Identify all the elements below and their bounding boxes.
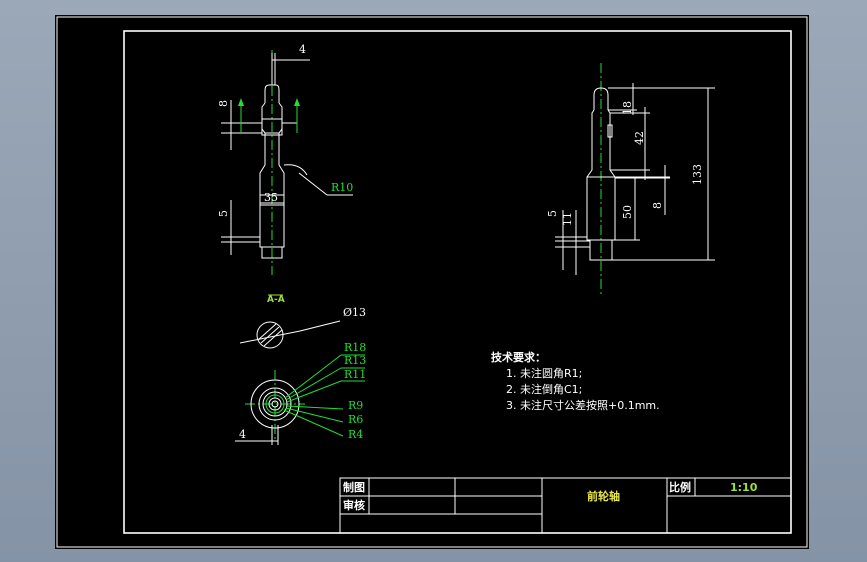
dim-side-18: 18 (621, 101, 634, 115)
diameter-label: Ø13 (343, 306, 366, 319)
radius-label-r11: R11 (344, 368, 366, 381)
title-scale-label: 比例 (669, 480, 691, 494)
dim-side-11: 11 (561, 212, 574, 226)
radius-label-r4: R4 (348, 428, 363, 441)
radius-label-r9: R9 (348, 399, 363, 412)
dim-top-width: 4 (299, 43, 306, 56)
dim-side-42: 42 (633, 131, 646, 145)
radius-label-r10: R10 (331, 181, 353, 194)
title-part-name: 前轮轴 (587, 489, 620, 503)
sheet-outer-border (56, 16, 808, 548)
title-block (339, 477, 792, 534)
dim-diameter: 35 (264, 191, 278, 204)
dim-left-bottom: 5 (217, 210, 230, 217)
tech-req-heading: 技术要求： (491, 350, 546, 364)
dim-bottom-width: 4 (239, 428, 246, 441)
section-label: A-A (267, 295, 285, 305)
drawing-sheet: 4 8 35 5 R10 A-A 18 42 133 50 8 5 11 (56, 16, 808, 548)
dim-left-top: 8 (217, 100, 230, 107)
dim-side-133: 133 (691, 164, 704, 185)
title-scale-value: 1:10 (730, 481, 758, 494)
radius-label-r13: R13 (344, 354, 366, 367)
side-view (555, 63, 715, 297)
title-checked-label: 审核 (343, 498, 365, 512)
section-view (239, 320, 341, 349)
dim-side-50: 50 (621, 205, 634, 219)
radius-label-r18: R18 (344, 341, 366, 354)
tech-req-item-1: 1. 未注圆角R1; (506, 366, 582, 380)
front-view (221, 50, 353, 296)
dim-side-8: 8 (651, 202, 664, 209)
bottom-view (235, 354, 365, 445)
radius-label-r6: R6 (348, 413, 363, 426)
cad-viewport[interactable]: 4 8 35 5 R10 A-A 18 42 133 50 8 5 11 (55, 15, 809, 549)
title-drawn-label: 制图 (343, 480, 365, 494)
tech-req-item-3: 3. 未注尺寸公差按照+0.1mm. (506, 398, 660, 412)
dim-side-5: 5 (546, 210, 559, 217)
tech-req-item-2: 2. 未注倒角C1; (506, 382, 582, 396)
